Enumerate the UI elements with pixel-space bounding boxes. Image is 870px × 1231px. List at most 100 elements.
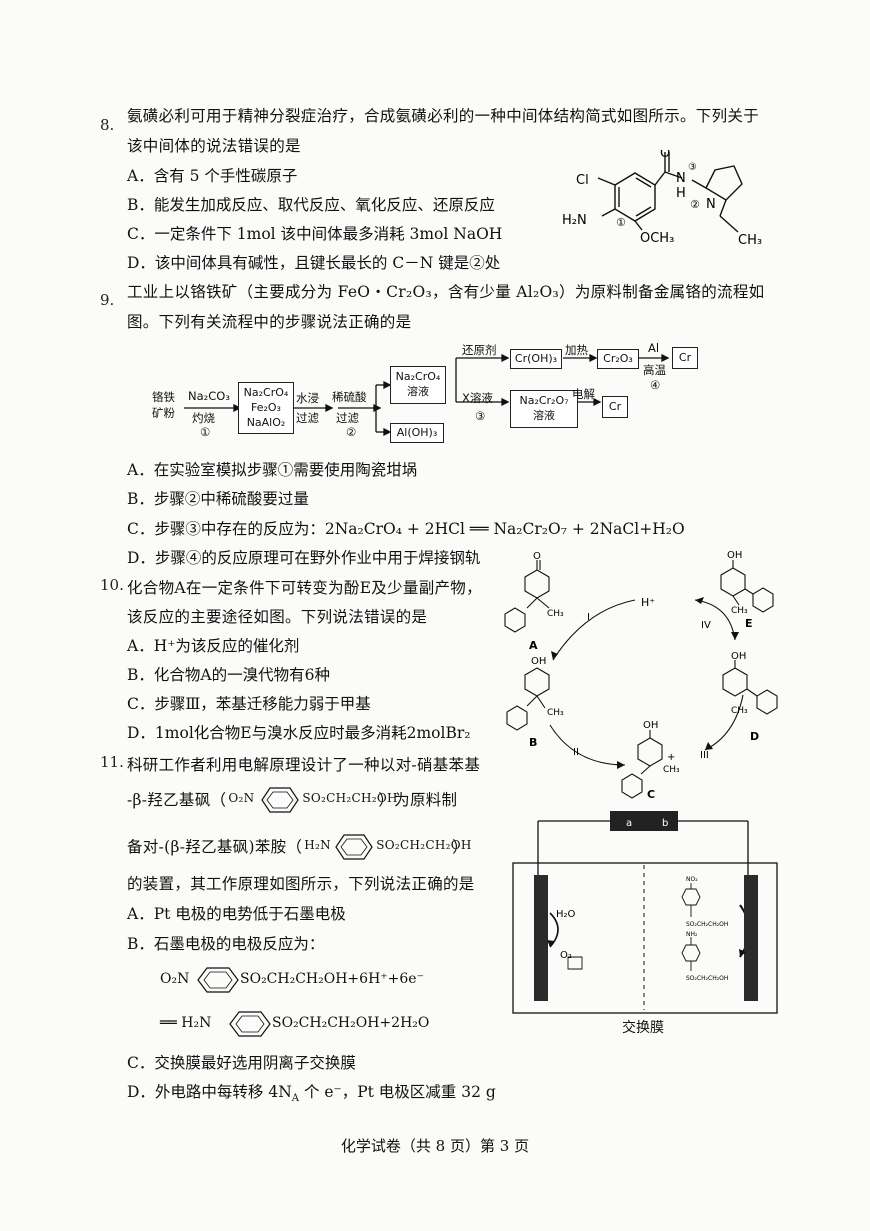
q11-ring-1 bbox=[261, 787, 300, 813]
q11-cell-a: a bbox=[626, 818, 632, 829]
q11-so2-label-2: SO₂CH₂CH₂OH bbox=[376, 838, 472, 852]
q8-h-label: H bbox=[676, 186, 686, 201]
q9-start-1: 铬铁 bbox=[152, 390, 175, 404]
q10-c-ch3: CH₃ bbox=[663, 765, 680, 775]
q10-option-d[interactable]: D．1mol化合物E与溴水反应时最多消耗2molBr₂ bbox=[127, 724, 471, 742]
q8-stem-line1: 氨磺必利可用于精神分裂症治疗，合成氨磺必利的一种中间体结构简式如图所示。下列关于 bbox=[127, 107, 760, 125]
q10-stem-line2: 该反应的主要途径如图。下列说法错误的是 bbox=[127, 608, 428, 626]
page-footer: 化学试卷（共 8 页）第 3 页 bbox=[340, 1137, 530, 1155]
q8-option-a[interactable]: A．含有 5 个手性碳原子 bbox=[127, 167, 298, 185]
q10-e-ch3: CH₃ bbox=[731, 606, 748, 616]
q9-s2a-top: 水浸 bbox=[296, 391, 319, 405]
q10-label-e: E bbox=[745, 617, 753, 630]
q9-stem-line1: 工业上以铬铁矿（主要成分为 FeO・Cr₂O₃，含有少量 Al₂O₃）为原料制备… bbox=[127, 283, 765, 301]
q11-eq2-tail: SO₂CH₂CH₂OH+2H₂O bbox=[272, 1015, 430, 1031]
q10-label-d: D bbox=[750, 730, 759, 743]
q10-step-i: I bbox=[587, 612, 590, 623]
q9-s4-number: ④ bbox=[650, 378, 661, 392]
q11-eq1-tail: SO₂CH₂CH₂OH+6H⁺+6e⁻ bbox=[240, 971, 424, 987]
q9-option-c[interactable]: C．步骤③中存在的反应为：2Na₂CrO₄ + 2HCl ══ Na₂Cr₂O₇… bbox=[127, 520, 685, 538]
q9-box-cr2o3: Cr₂O₃ bbox=[597, 349, 639, 369]
q9-s2b-bot: 过滤 bbox=[336, 411, 359, 425]
q8-cl-label: Cl bbox=[576, 173, 589, 188]
q11-cell-o2: O₂ bbox=[560, 950, 572, 961]
q9-box2-line1: Na₂CrO₄ bbox=[395, 370, 441, 383]
q10-a-o: O bbox=[533, 551, 541, 562]
q9-option-d[interactable]: D．步骤④的反应原理可在野外作业中用于焊接钢轨 bbox=[127, 549, 481, 567]
q9-al-label: Al bbox=[648, 341, 660, 355]
q10-number: 10. bbox=[100, 576, 124, 594]
q8-o-label: O bbox=[660, 150, 670, 161]
q8-option-d[interactable]: D．该中间体具有碱性，且键长最长的 C－N 键是②处 bbox=[127, 254, 501, 272]
q11-stem-line4: 的装置，其工作原理如图所示，下列说法正确的是 bbox=[127, 875, 475, 893]
q9-high-temp: 高温 bbox=[643, 363, 666, 377]
q10-option-c[interactable]: C．步骤Ⅲ，苯基迁移能力弱于甲基 bbox=[127, 695, 371, 713]
q9-box1-line3: NaAlO₂ bbox=[246, 416, 286, 429]
q11-so2-label-1: SO₂CH₂CH₂OH bbox=[302, 791, 398, 805]
q10-d-oh: OH bbox=[731, 651, 746, 662]
q9-box-croh3: Cr(OH)₃ bbox=[510, 349, 562, 369]
q11-membrane-label: 交换膜 bbox=[622, 1020, 664, 1036]
q11-ring-2 bbox=[335, 834, 373, 860]
q10-b-ch3: CH₃ bbox=[547, 708, 564, 718]
q8-mark-1: ① bbox=[616, 216, 626, 229]
q8-n-amide-label: N bbox=[676, 171, 686, 186]
q9-box-cr-2: Cr bbox=[602, 396, 628, 418]
q10-c-plus: + bbox=[667, 752, 675, 763]
q10-b-oh: OH bbox=[531, 656, 546, 667]
q10-reaction-cycle: O CH₃ A I H⁺ IV OH CH₃ E OH CH₃ B II OH … bbox=[504, 550, 778, 800]
q11-eq1-o2n: O₂N bbox=[160, 971, 190, 987]
q9-number: 9. bbox=[100, 291, 115, 309]
q8-och3-label: OCH₃ bbox=[640, 231, 674, 246]
q11-cell-nh2: NH₂ bbox=[686, 931, 698, 938]
q10-step-ii: II bbox=[573, 747, 579, 758]
q10-option-b[interactable]: B．化合物A的一溴代物有6种 bbox=[127, 666, 330, 684]
q8-nh2-label: H₂N bbox=[562, 213, 587, 228]
q9-box-mixture: Na₂CrO₄ Fe₂O₃ NaAlO₂ bbox=[238, 382, 294, 434]
q9-s1-reagent: Na₂CO₃ bbox=[188, 389, 230, 403]
q10-stem-line1: 化合物A在一定条件下可转变为酚E及少量副产物， bbox=[127, 579, 482, 597]
q11-cell-h2o: H₂O bbox=[556, 909, 576, 920]
q11-cell-no2: NO₂ bbox=[686, 876, 698, 883]
q10-label-b: B bbox=[529, 736, 537, 749]
q11-stem2-tail: ）为原料制 bbox=[378, 791, 458, 809]
q9-elec-label: 电解 bbox=[572, 387, 595, 401]
q11-option-a[interactable]: A．Pt 电极的电势低于石墨电极 bbox=[127, 905, 346, 923]
q9-box2-line2: 溶液 bbox=[407, 385, 429, 398]
q8-stem-line2: 该中间体的说法错误的是 bbox=[127, 137, 301, 155]
q11-equation-line1: O₂N SO₂CH₂CH₂OH+6H⁺+6e⁻ bbox=[160, 965, 460, 995]
q11-cell-b: b bbox=[662, 818, 668, 829]
q9-start-2: 矿粉 bbox=[152, 406, 175, 420]
q11-option-c[interactable]: C．交换膜最好选用阴离子交换膜 bbox=[127, 1054, 356, 1072]
q9-option-b[interactable]: B．步骤②中稀硫酸要过量 bbox=[127, 490, 309, 508]
q11-option-d[interactable]: D．外电路中每转移 4NA 个 e⁻，Pt 电极区减重 32 g bbox=[127, 1080, 496, 1104]
q9-s1-number: ① bbox=[200, 425, 211, 439]
q8-option-b[interactable]: B．能发生加成反应、取代反应、氧化反应、还原反应 bbox=[127, 196, 495, 214]
q8-ch3-label: CH₃ bbox=[738, 233, 762, 248]
q9-s2a-bot: 过滤 bbox=[296, 411, 319, 425]
q11-stem3-tail: ） bbox=[452, 838, 469, 856]
q9-box-aloh3: Al(OH)₃ bbox=[390, 423, 444, 443]
q9-s3-number: ③ bbox=[475, 409, 486, 423]
q9-box3-line2: 溶液 bbox=[533, 409, 555, 422]
q11-equation-line2: ══ H₂N SO₂CH₂CH₂OH+2H₂O bbox=[160, 1009, 460, 1039]
q9-box1-line1: Na₂CrO₄ bbox=[243, 386, 289, 399]
q11-cell-sub-1: SO₂CH₂CH₂OH bbox=[686, 921, 728, 928]
q9-stem-line2: 图。下列有关流程中的步骤说法正确的是 bbox=[127, 313, 412, 331]
q8-option-c[interactable]: C．一定条件下 1mol 该中间体最多消耗 3mol NaOH bbox=[127, 225, 503, 243]
q10-option-a[interactable]: A．H⁺为该反应的催化剂 bbox=[127, 637, 300, 655]
q8-number: 8. bbox=[100, 116, 115, 134]
q10-d-ch3: CH₃ bbox=[731, 706, 748, 716]
q10-label-a: A bbox=[529, 639, 538, 652]
q9-box-na2cro4: Na₂CrO₄ 溶液 bbox=[390, 366, 446, 404]
q9-option-a[interactable]: A．在实验室模拟步骤①需要使用陶瓷坩埚 bbox=[127, 461, 418, 479]
q9-box-cr-1: Cr bbox=[672, 347, 698, 369]
q9-s2-number: ② bbox=[346, 425, 357, 439]
q9-x-solution: X溶液 bbox=[462, 391, 493, 405]
q9-box-na2cr2o7: Na₂Cr₂O₇ 溶液 bbox=[510, 390, 578, 428]
q11-cell-sub-2: SO₂CH₂CH₂OH bbox=[686, 975, 728, 982]
q11-eq2-head: ══ H₂N bbox=[160, 1015, 212, 1031]
q9-box1-line2: Fe₂O₃ bbox=[251, 401, 281, 414]
q11-option-b[interactable]: B．石墨电极的电极反应为： bbox=[127, 935, 325, 953]
